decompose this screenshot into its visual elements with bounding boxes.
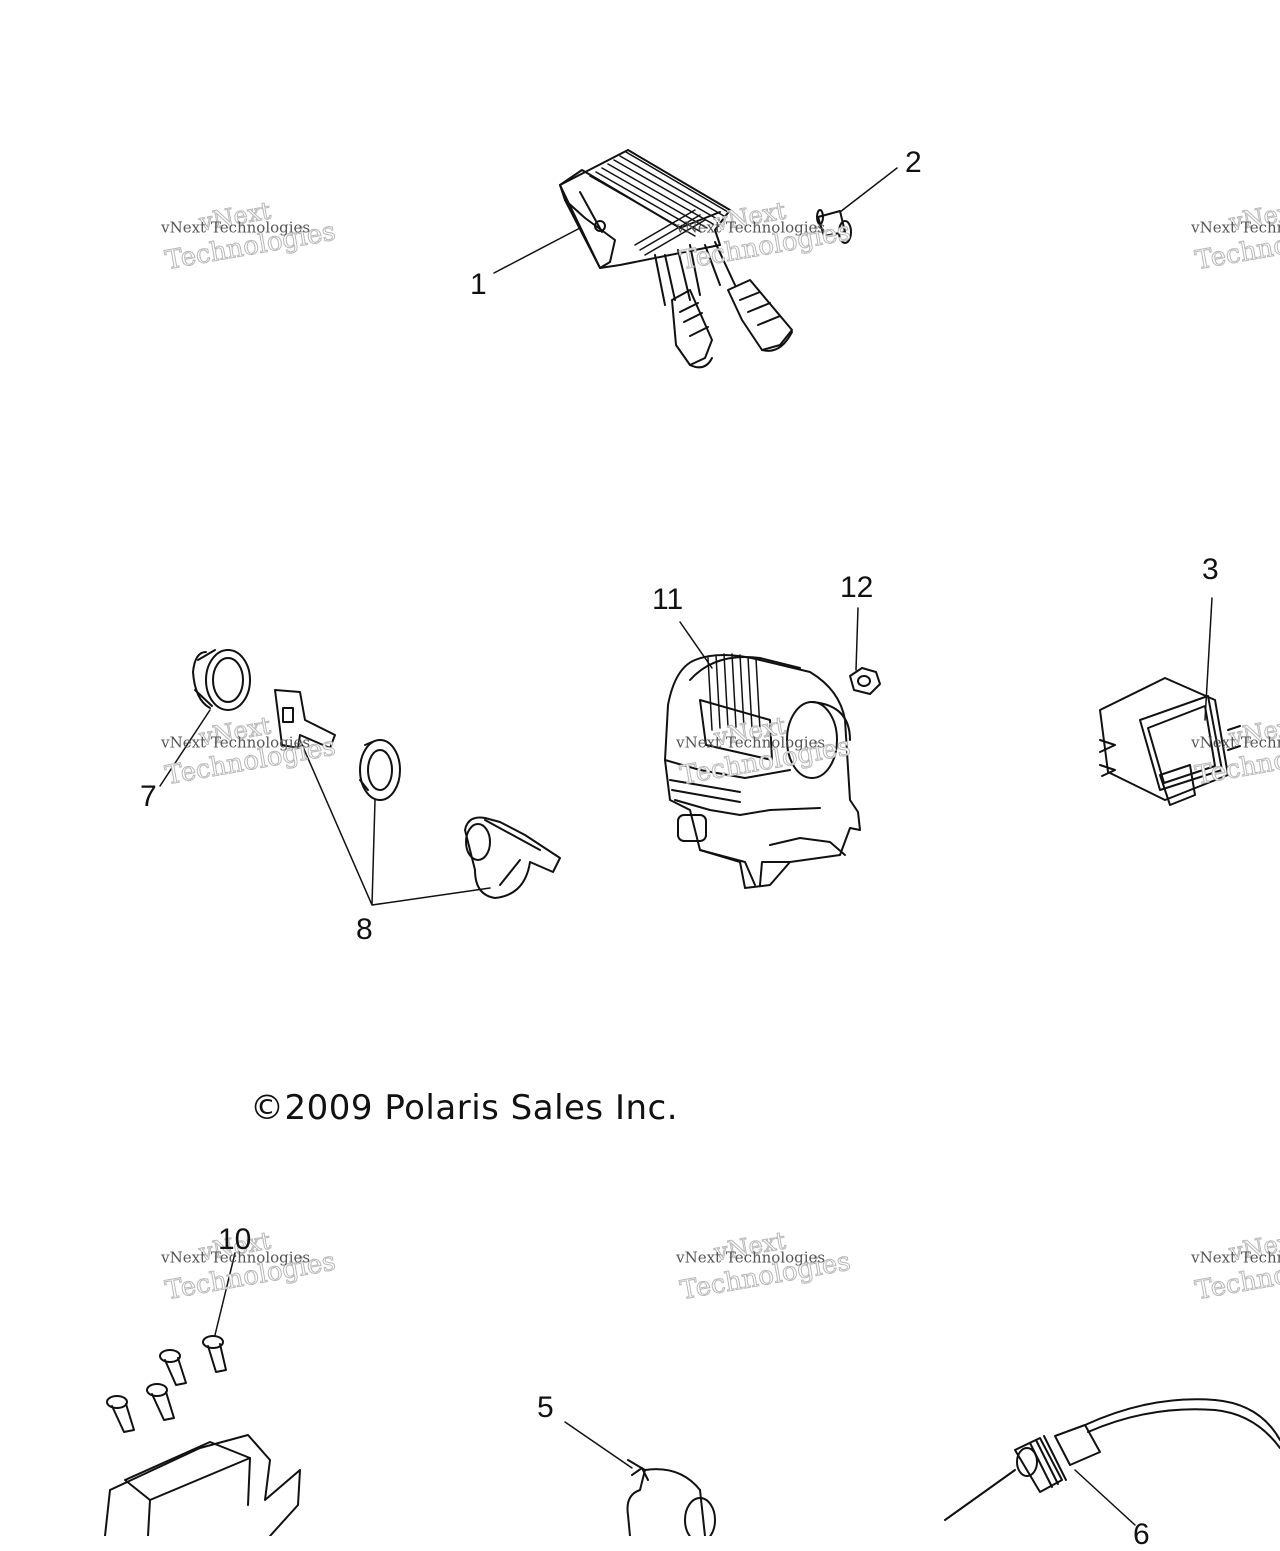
voltage-regulator-part [559,149,793,369]
rivet-part [816,209,852,244]
sensor-part [944,1398,1280,1521]
cap-part [192,649,251,711]
switch-kit-part [274,689,561,899]
copyright-notice: ©2009 Polaris Sales Inc. [250,1088,679,1128]
screws-part [104,1335,301,1536]
callout-1: 1 [470,268,487,301]
callout-6: 6 [1133,1518,1150,1551]
callout-10: 10 [218,1223,252,1256]
switch-assembly-part [664,653,861,889]
callout-7: 7 [140,780,157,813]
callout-11: 11 [652,583,684,616]
nut-part [849,667,881,695]
callout-3: 3 [1202,553,1219,586]
callout-5: 5 [537,1391,554,1424]
leader-lines [159,167,1213,1526]
callout-12: 12 [840,571,874,604]
callout-2: 2 [905,146,922,179]
relay-module-part [1099,677,1241,806]
socket-connector-part [626,1459,716,1536]
callout-8: 8 [356,913,373,946]
